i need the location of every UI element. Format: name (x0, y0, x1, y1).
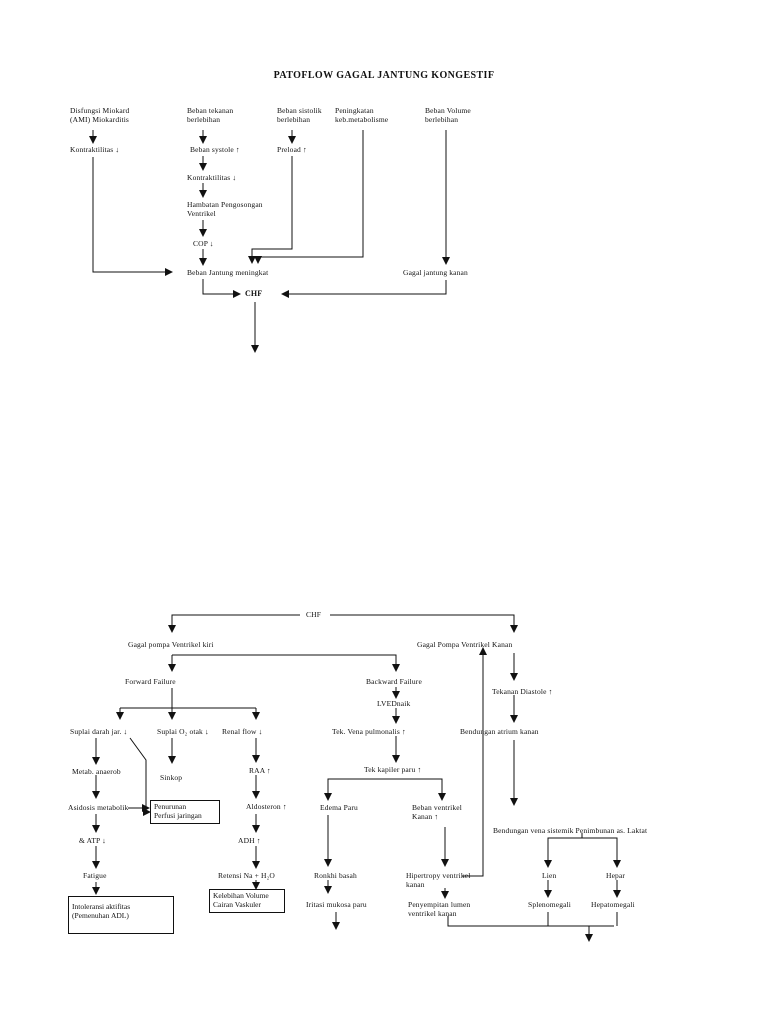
node-bendungan-atrium: Bendungan atrium kanan (460, 727, 539, 736)
node-ronkhi: Ronkhi basah (314, 871, 357, 880)
node-hepar: Hepar (606, 871, 626, 880)
arrow-chf-kiri (168, 614, 300, 633)
node-bendungan-vena: Bendungan vena sistemik Penimbunan as. L… (493, 826, 648, 835)
node-suplai-darah: Suplai darah jar. ↓ (70, 727, 128, 736)
node-edema: Edema Paru (320, 803, 358, 812)
arrow-kiri-backward (172, 654, 400, 672)
node-cop: COP ↓ (193, 239, 214, 248)
node-gagal-kanan: Gagal jantung kanan (403, 268, 468, 277)
node-sinkop: Sinkop (160, 773, 183, 782)
arrow-gagal-kanan-chf (281, 280, 447, 298)
node-kontraktilitas-2: Kontraktilitas ↓ (187, 173, 237, 182)
node-hipertropy: Hipertropy ventrikel kanan (406, 871, 471, 889)
node-tek-vena: Tek. Vena pulmonalis ↑ (332, 727, 406, 736)
node-renal-flow: Renal flow ↓ (222, 727, 263, 736)
node-suplai-o2: Suplai O₂ otak ↓ (157, 727, 209, 736)
node-preload: Preload ↑ (277, 145, 307, 154)
node-pompa-kanan: Gagal Pompa Ventrikel Kanan (417, 640, 513, 649)
node-disfungsi: Disfungsi Miokard (AMI) Miokarditis (70, 106, 130, 124)
node-iritasi: Iritasi mukosa paru (306, 900, 367, 909)
node-raa: RAA ↑ (249, 766, 271, 775)
arrow-hipertropy-pompa-kanan (462, 647, 487, 877)
node-pompa-kiri: Gagal pompa Ventrikel kiri (128, 640, 214, 649)
node-beban-sistolik: Beban sistolik berlebihan (277, 106, 322, 124)
node-peningkatan-metab: Peningkatan keb.metabolisme (335, 106, 389, 124)
node-asidosis: Asidosis metabolik (68, 803, 129, 812)
node-atp: & ATP ↓ (79, 836, 107, 845)
diagram-title: PATOFLOW GAGAL JANTUNG KONGESTIF (273, 70, 495, 81)
node-intoleransi: Intoleransi aktifitas (Pemenuhan ADL) (68, 896, 174, 934)
node-forward: Forward Failure (125, 677, 176, 686)
node-kontraktilitas-1: Kontraktilitas ↓ (70, 145, 120, 154)
node-penyempitan: Penyempitan lumen ventrikel kanan (408, 900, 471, 918)
node-beban-jantung: Beban Jantung meningkat (187, 268, 269, 277)
node-chf-bottom: CHF (306, 610, 322, 619)
arrow-metabolisme-beban (254, 130, 364, 264)
node-lien: Lien (542, 871, 557, 880)
node-backward: Backward Failure (366, 677, 422, 686)
arrow-kapiler-beban-kanan (396, 778, 446, 801)
node-metab-anaerob: Metab. anaerob (72, 767, 121, 776)
node-beban-tekanan: Beban tekanan berlebihan (187, 106, 234, 124)
node-kelebihan-volume: Kelebihan Volume Cairan Vaskuler (209, 889, 285, 913)
arrow-kontraktilitas-beban (92, 157, 173, 276)
node-lved: LVEDnaik (377, 699, 411, 708)
node-hepatomegali: Hepatomegali (591, 900, 635, 909)
node-aldosteron: Aldosteron ↑ (246, 802, 287, 811)
node-tekanan-diastole: Tekanan Diastole ↑ (492, 687, 553, 696)
arrow-chf-kanan (330, 614, 518, 633)
arrow-vena-lien (544, 837, 582, 868)
node-penurunan-perfusi: Penurunan Perfusi jaringan (150, 800, 220, 824)
node-beban-systole: Beban systole ↑ (190, 145, 240, 154)
node-tek-kapiler: Tek kapiler paru ↑ (364, 765, 422, 774)
arrow-kapiler-edema (324, 778, 396, 801)
node-beban-ventrikel-kanan: Beban ventrikel Kanan ↑ (412, 803, 462, 821)
arrow-preload-beban (248, 156, 293, 264)
arrow-vena-hepar (582, 837, 621, 868)
arrow-suplai-penurunan (129, 737, 151, 816)
node-chf-top: CHF (245, 289, 263, 298)
node-retensi: Retensi Na + H₂O (218, 871, 275, 880)
node-splenomegali: Splenomegali (528, 900, 572, 909)
node-fatigue: Fatigue (83, 871, 107, 880)
arrow-penyempitan-merge (447, 916, 614, 927)
node-adh: ADH ↑ (238, 836, 261, 845)
node-hambatan: Hambatan Pengosongan Ventrikel (187, 200, 263, 218)
node-beban-volume: Beban Volume berlebihan (425, 106, 471, 124)
arrow-beban-chf (202, 279, 241, 298)
